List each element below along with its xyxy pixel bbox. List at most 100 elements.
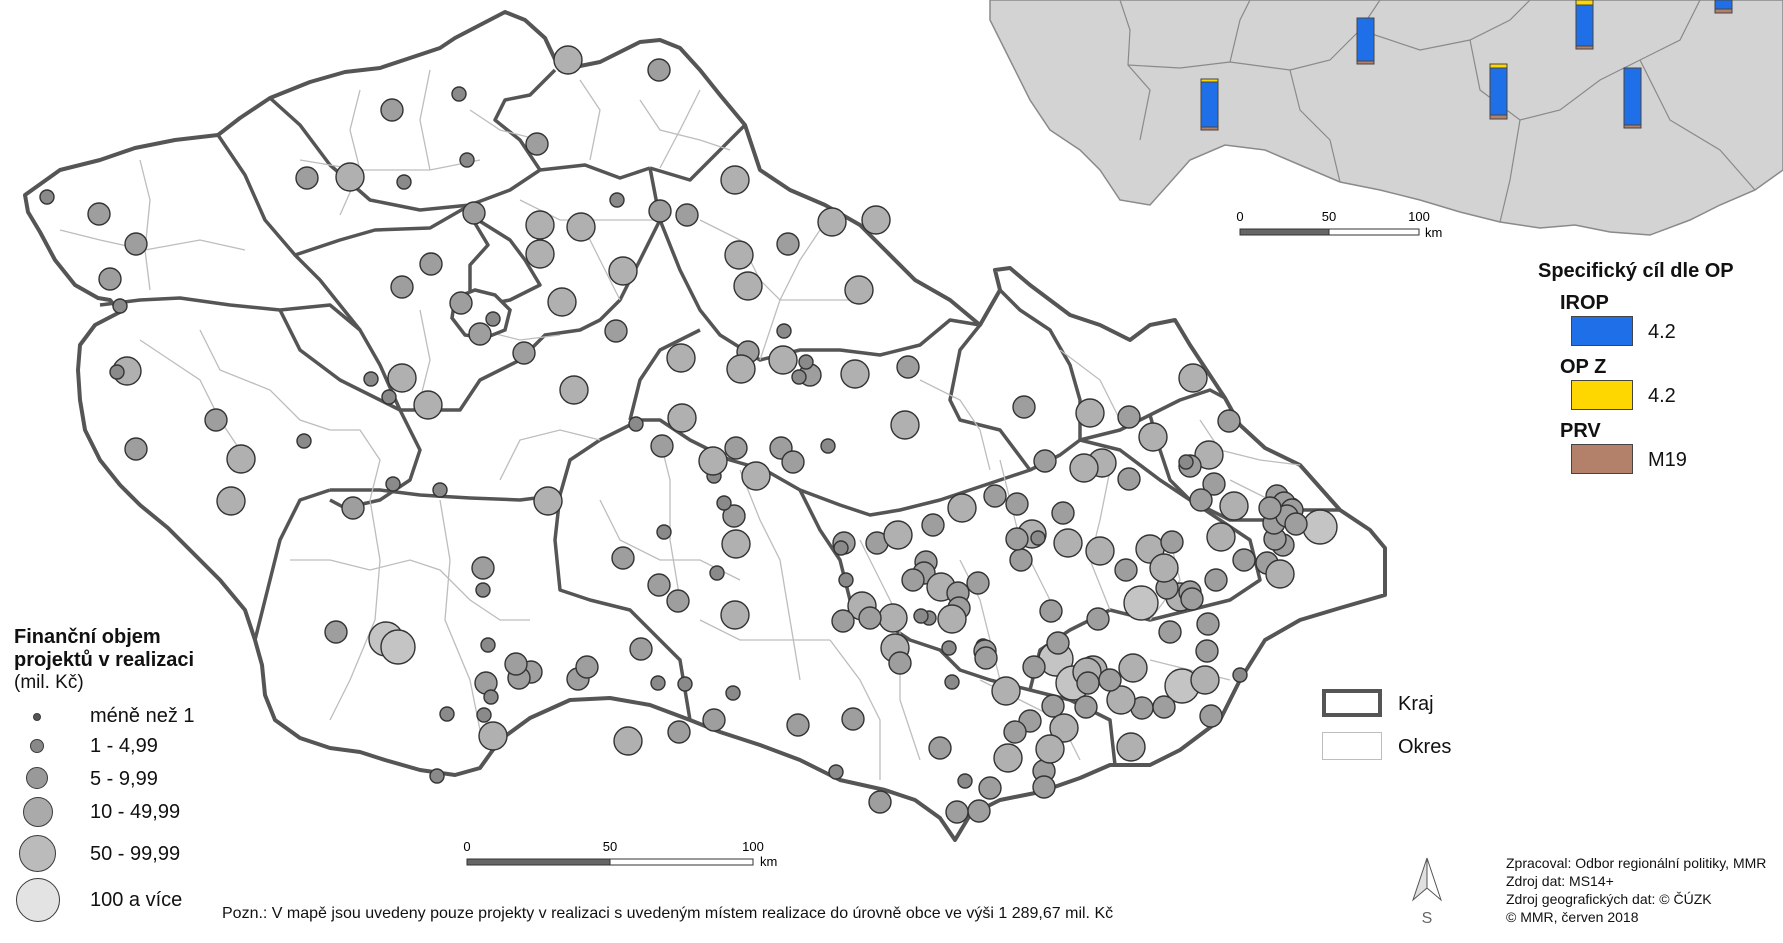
project-circle: [204, 408, 228, 432]
op-item-opz: 4.2: [1648, 385, 1676, 407]
inset-bar: [1356, 17, 1375, 65]
project-circle: [459, 152, 475, 168]
project-circle: [432, 482, 448, 498]
project-circle: [650, 675, 666, 691]
project-circle: [722, 504, 746, 528]
project-circle: [921, 513, 945, 537]
project-circle: [1195, 639, 1219, 663]
project-circle: [1196, 612, 1220, 636]
project-circle: [1114, 558, 1138, 582]
project-circle: [324, 620, 348, 644]
project-circle: [841, 707, 865, 731]
project-circle: [858, 606, 882, 630]
project-circle: [698, 446, 728, 476]
project-circle: [791, 369, 807, 385]
project-circle: [721, 529, 751, 559]
project-circle: [967, 799, 991, 823]
project-circle: [1199, 704, 1223, 728]
legend-class-1: méně než 1: [90, 705, 195, 727]
op-legend: Specifický cíl dle OP IROP 4.2 OP Z 4.2 …: [1538, 260, 1778, 485]
okres-symbol: [1322, 732, 1382, 760]
project-circle: [838, 572, 854, 588]
project-circle: [828, 764, 844, 780]
project-circle: [677, 676, 693, 692]
project-circle: [566, 212, 596, 242]
project-circle: [1041, 694, 1065, 718]
project-circle: [485, 311, 501, 327]
project-circle: [901, 568, 925, 592]
project-circle: [776, 323, 792, 339]
project-circle: [1189, 488, 1213, 512]
project-circle: [1149, 553, 1179, 583]
op-legend-title: Specifický cíl dle OP: [1538, 260, 1734, 282]
project-circle: [1069, 453, 1099, 483]
legend-class-4: 10 - 49,99: [90, 801, 181, 823]
project-circle: [1202, 472, 1226, 496]
project-circle: [720, 165, 750, 195]
project-circle: [1204, 568, 1228, 592]
project-circle: [1009, 548, 1033, 572]
project-circle: [1035, 734, 1065, 764]
project-circle: [1116, 732, 1146, 762]
project-circle: [1232, 548, 1256, 572]
project-circle: [966, 571, 990, 595]
project-circle: [1190, 665, 1220, 695]
project-circle: [1046, 631, 1070, 655]
project-circle: [525, 239, 555, 269]
project-circle: [628, 416, 644, 432]
project-circle: [1284, 512, 1308, 536]
inset-bar: [1714, 0, 1733, 14]
project-circle: [656, 524, 672, 540]
project-circle: [295, 166, 319, 190]
project-circle: [724, 436, 748, 460]
okres-label: Okres: [1398, 736, 1452, 758]
project-circle: [844, 275, 874, 305]
project-circle: [109, 364, 125, 380]
project-circle: [896, 355, 920, 379]
project-circle: [937, 604, 967, 634]
project-circle: [928, 736, 952, 760]
inset-scale-tick-50: 50: [1322, 209, 1336, 224]
project-circle: [471, 556, 495, 580]
project-circle: [1076, 671, 1100, 695]
project-circle: [380, 98, 404, 122]
scale-tick-50: 50: [603, 839, 617, 854]
project-circle: [991, 676, 1021, 706]
project-circle: [675, 203, 699, 227]
inset-bar: [1575, 0, 1594, 50]
op-item-prv: M19: [1648, 449, 1687, 471]
project-circle: [1051, 501, 1075, 525]
project-circle: [1005, 527, 1029, 551]
project-circle: [575, 655, 599, 679]
project-circle: [733, 271, 763, 301]
legend-class-6: 100 a více: [90, 889, 183, 911]
project-circle: [861, 205, 891, 235]
kraj-symbol: [1322, 689, 1382, 717]
project-circle: [833, 540, 849, 556]
op-group-irop: IROP: [1560, 292, 1609, 314]
scale-tick-0: 0: [463, 839, 470, 854]
project-circle: [363, 371, 379, 387]
project-circle: [720, 600, 750, 630]
size-legend-title: Finanční objem projektů v realizaci: [14, 626, 195, 671]
project-circle: [613, 726, 643, 756]
project-circle: [648, 199, 672, 223]
project-circle: [647, 573, 671, 597]
inset-bar: [1489, 63, 1508, 120]
project-circle: [124, 437, 148, 461]
project-circle: [124, 232, 148, 256]
project-circle: [559, 375, 589, 405]
project-circle: [1206, 522, 1236, 552]
project-circle: [604, 319, 628, 343]
size-legend: Finanční objem projektů v realizaci (mil…: [14, 626, 274, 926]
project-circle: [1178, 363, 1208, 393]
project-circle: [716, 495, 732, 511]
project-circle: [429, 768, 445, 784]
size-legend-unit: (mil. Kč): [14, 672, 84, 693]
credit-line-4: © MMR, červen 2018: [1506, 909, 1639, 925]
north-arrow-icon: S: [1411, 857, 1443, 927]
project-circle: [983, 484, 1007, 508]
project-circle: [1106, 685, 1136, 715]
project-circle: [216, 486, 246, 516]
